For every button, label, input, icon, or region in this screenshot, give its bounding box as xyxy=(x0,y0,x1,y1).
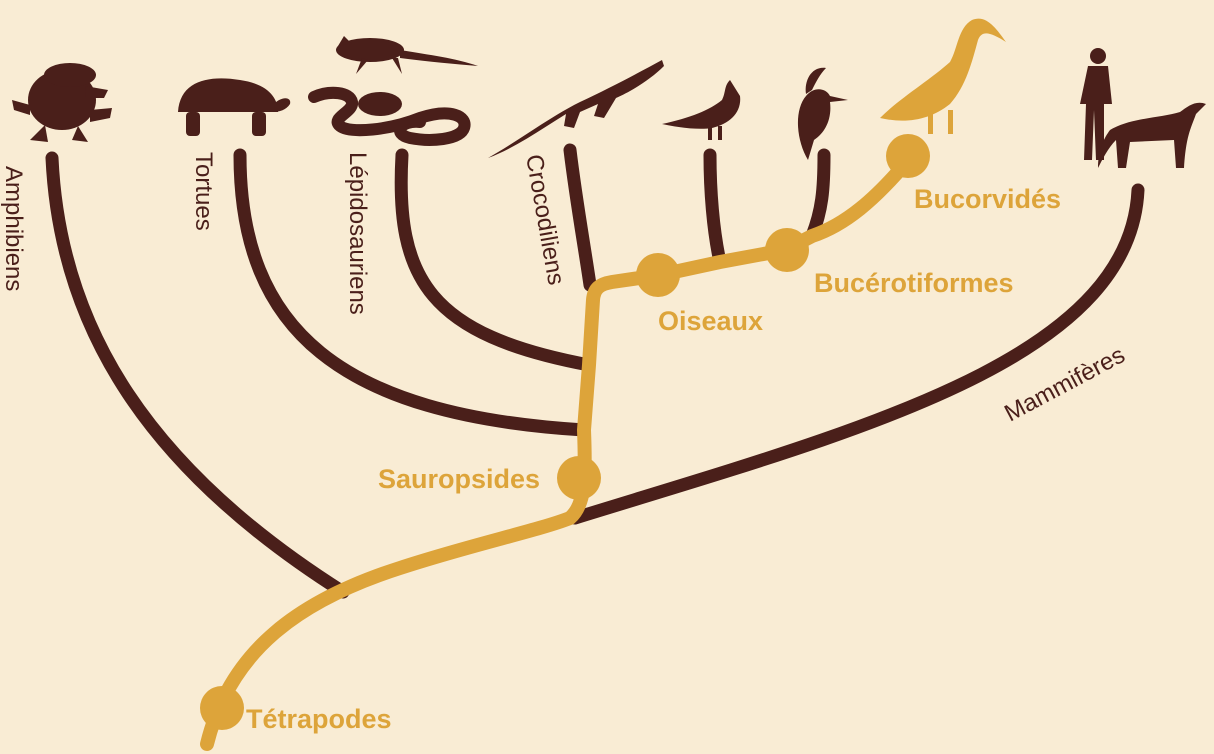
taxon-label-lepidosauriens: Lépidosauriens xyxy=(344,152,371,315)
clade-label-bucorvides: Bucorvidés xyxy=(914,184,1061,214)
node-bucerotiformes xyxy=(765,228,809,272)
branch-hoopoe xyxy=(812,155,824,236)
taxon-label-amphibiens: Amphibiens xyxy=(0,166,27,291)
crocodile-icon xyxy=(488,60,664,158)
clade-label-bucerotiformes: Bucérotiformes xyxy=(814,268,1014,298)
snake-icon xyxy=(314,92,465,140)
cardinal-bird-icon xyxy=(662,80,740,140)
node-bucorvides xyxy=(886,134,930,178)
clade-label-oiseaux: Oiseaux xyxy=(658,306,763,336)
taxon-label-tortues: Tortues xyxy=(190,152,217,231)
frog-icon xyxy=(12,63,112,142)
ground-hornbill-icon xyxy=(880,19,1006,134)
node-sauropsides xyxy=(557,456,601,500)
wolf-icon xyxy=(1098,103,1206,168)
branch-cardinal xyxy=(710,155,720,262)
branch-mammiferes xyxy=(575,190,1138,518)
taxon-label-crocodiliens: Crocodiliens xyxy=(520,152,570,287)
hoopoe-icon xyxy=(798,68,848,160)
tortoise-icon xyxy=(178,78,290,136)
node-tetrapodes xyxy=(200,686,244,730)
lizard-icon xyxy=(336,36,478,74)
branch-crocodiliens xyxy=(570,150,590,285)
node-oiseaux xyxy=(636,253,680,297)
clade-label-sauropsides: Sauropsides xyxy=(378,464,540,494)
clade-label-tetrapodes: Tétrapodes xyxy=(246,704,392,734)
